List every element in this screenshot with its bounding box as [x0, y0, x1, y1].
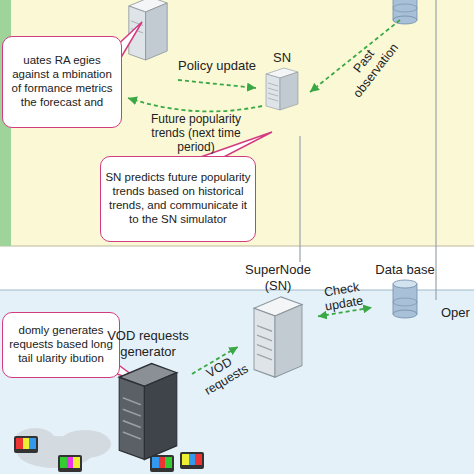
db-band [393, 4, 417, 12]
network-cloud [15, 428, 111, 468]
node-text: uates RA egies against a mbination of fo… [7, 54, 117, 109]
callout-box: uates RA egies against a mbination of fo… [2, 36, 122, 128]
lower-plane [0, 290, 474, 474]
server-front [254, 308, 275, 377]
database-icon [393, 0, 417, 24]
tv-screen [29, 438, 36, 449]
database-node: Data base [372, 262, 438, 342]
server-side [280, 72, 298, 110]
tv-screen [165, 457, 172, 468]
tv-icon [14, 436, 38, 453]
tv-screen [67, 457, 73, 468]
generator-node: VOD requests generator [104, 328, 192, 472]
annotation-label: Policy update [178, 58, 268, 73]
server-slot [257, 326, 272, 332]
server-side [144, 373, 176, 460]
db-band [393, 298, 417, 306]
server-slot [268, 98, 278, 101]
server-front [119, 377, 144, 459]
annotation-label: Future popularity trends (next time peri… [140, 112, 252, 154]
tv-screen [73, 457, 80, 468]
server-node: SN [258, 50, 306, 136]
link-line [435, 0, 436, 300]
annotation-label: Oper [441, 305, 473, 320]
tv-screen [152, 457, 159, 468]
server-slot [123, 409, 141, 416]
tv-screen [189, 454, 195, 465]
tv-icon [58, 455, 82, 472]
tv-screen [60, 457, 67, 468]
tv-screen [159, 457, 165, 468]
server-slot [268, 83, 278, 86]
server-slot [123, 398, 141, 405]
trend-arrow [128, 98, 262, 111]
upper-plane [0, 0, 474, 246]
link-line [299, 136, 300, 262]
tv-frame [14, 436, 38, 453]
plane-edge [0, 246, 474, 247]
tv-screen [195, 454, 202, 465]
node-text: domly generates requests based long tail… [7, 324, 115, 365]
tv-screen [182, 454, 189, 465]
callout-box: domly generates requests based long tail… [2, 312, 120, 378]
server-icon [248, 293, 308, 381]
db-bottom [393, 310, 417, 318]
db-body [393, 284, 417, 314]
tv-frame [150, 455, 174, 472]
server-slot [257, 345, 272, 351]
tv-icon [150, 455, 174, 472]
tv-screen [16, 438, 23, 449]
node-text: SuperNode (SN) [238, 262, 318, 293]
icon-holder [390, 278, 420, 322]
tv-frame [180, 452, 204, 469]
server-slot [268, 93, 278, 96]
node-text: SN predicts future popularity trends bas… [105, 171, 251, 226]
node-text: Data base [375, 262, 434, 278]
server-slot [257, 354, 272, 360]
server-slot [123, 432, 141, 439]
icon-holder [248, 293, 308, 381]
cloud-part [59, 430, 111, 458]
server-slot [123, 421, 141, 428]
icon-holder [112, 359, 184, 464]
cloud-part [15, 428, 55, 452]
tv-frame [58, 455, 82, 472]
tv-icon [180, 452, 204, 469]
tv-screen [23, 438, 29, 449]
database-icon [390, 278, 420, 322]
callout-box: SN predicts future popularity trends bas… [100, 156, 256, 242]
server-icon [262, 66, 302, 112]
node-text: VOD requests generator [104, 328, 192, 359]
policy-arrow [178, 80, 256, 88]
server-front [266, 74, 280, 110]
server-icon [112, 359, 184, 464]
icon-holder [262, 66, 302, 112]
db-top [393, 280, 417, 288]
server-side [275, 305, 302, 378]
node-text: SN [273, 50, 291, 66]
server-side [146, 3, 168, 60]
db-bottom [393, 16, 417, 24]
server-slot [257, 335, 272, 341]
server-slot [268, 88, 278, 91]
